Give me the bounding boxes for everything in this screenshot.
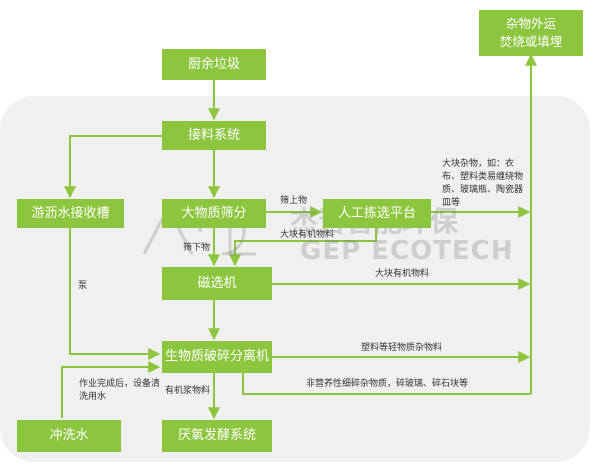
label-pump: 泵 — [78, 281, 88, 291]
node-kitchen-waste: 厨余垃圾 — [162, 49, 266, 80]
node-anaerobic: 厌氧发酵系统 — [162, 420, 272, 452]
node-flush-water: 冲洗水 — [17, 420, 121, 452]
node-outbound-line1: 杂物外运 — [505, 16, 556, 31]
node-manual-sort: 人工拣选平台 — [323, 199, 431, 228]
node-screening: 大物质筛分 — [162, 199, 266, 228]
label-slurry: 有机浆物料 — [165, 386, 211, 396]
background-panel — [0, 96, 590, 462]
label-undersize: 筛下物 — [183, 243, 211, 253]
label-inorganic: 非营养性细碎杂物质，碎玻璃、碎石块等 — [306, 379, 469, 389]
node-drain-tank: 游沥水接收槽 — [17, 199, 124, 228]
node-receiving-system: 接料系统 — [162, 121, 266, 150]
node-crusher-separator: 生物质破碎分离机 — [162, 341, 272, 373]
label-oversize: 筛上物 — [280, 196, 308, 206]
label-plastics: 塑料等轻物质杂物料 — [361, 343, 443, 353]
arrow-crusher-inorganic — [242, 373, 531, 395]
node-magnetic-separator: 磁选机 — [162, 267, 272, 300]
arrow-manual-to-magnetic — [229, 228, 377, 267]
arrow-receiving-to-drain — [64, 135, 162, 199]
label-large-organic-2: 大块有机物料 — [375, 269, 430, 279]
node-outbound: 杂物外运 焚烧或填埋 — [479, 10, 583, 56]
node-outbound-line2: 焚烧或填埋 — [499, 34, 563, 49]
label-large-impurities: 大块杂物，如：衣布、塑料类易缠绕物质、玻璃瓶、陶瓷器皿等 — [442, 159, 524, 208]
label-large-organic-1: 大块有机物料 — [280, 230, 335, 240]
arrow-drain-to-crusher — [69, 228, 161, 360]
label-cleaning: 作业完成后，设备清洗用水 — [79, 379, 161, 402]
arrow-flush-to-crusher — [61, 361, 161, 418]
